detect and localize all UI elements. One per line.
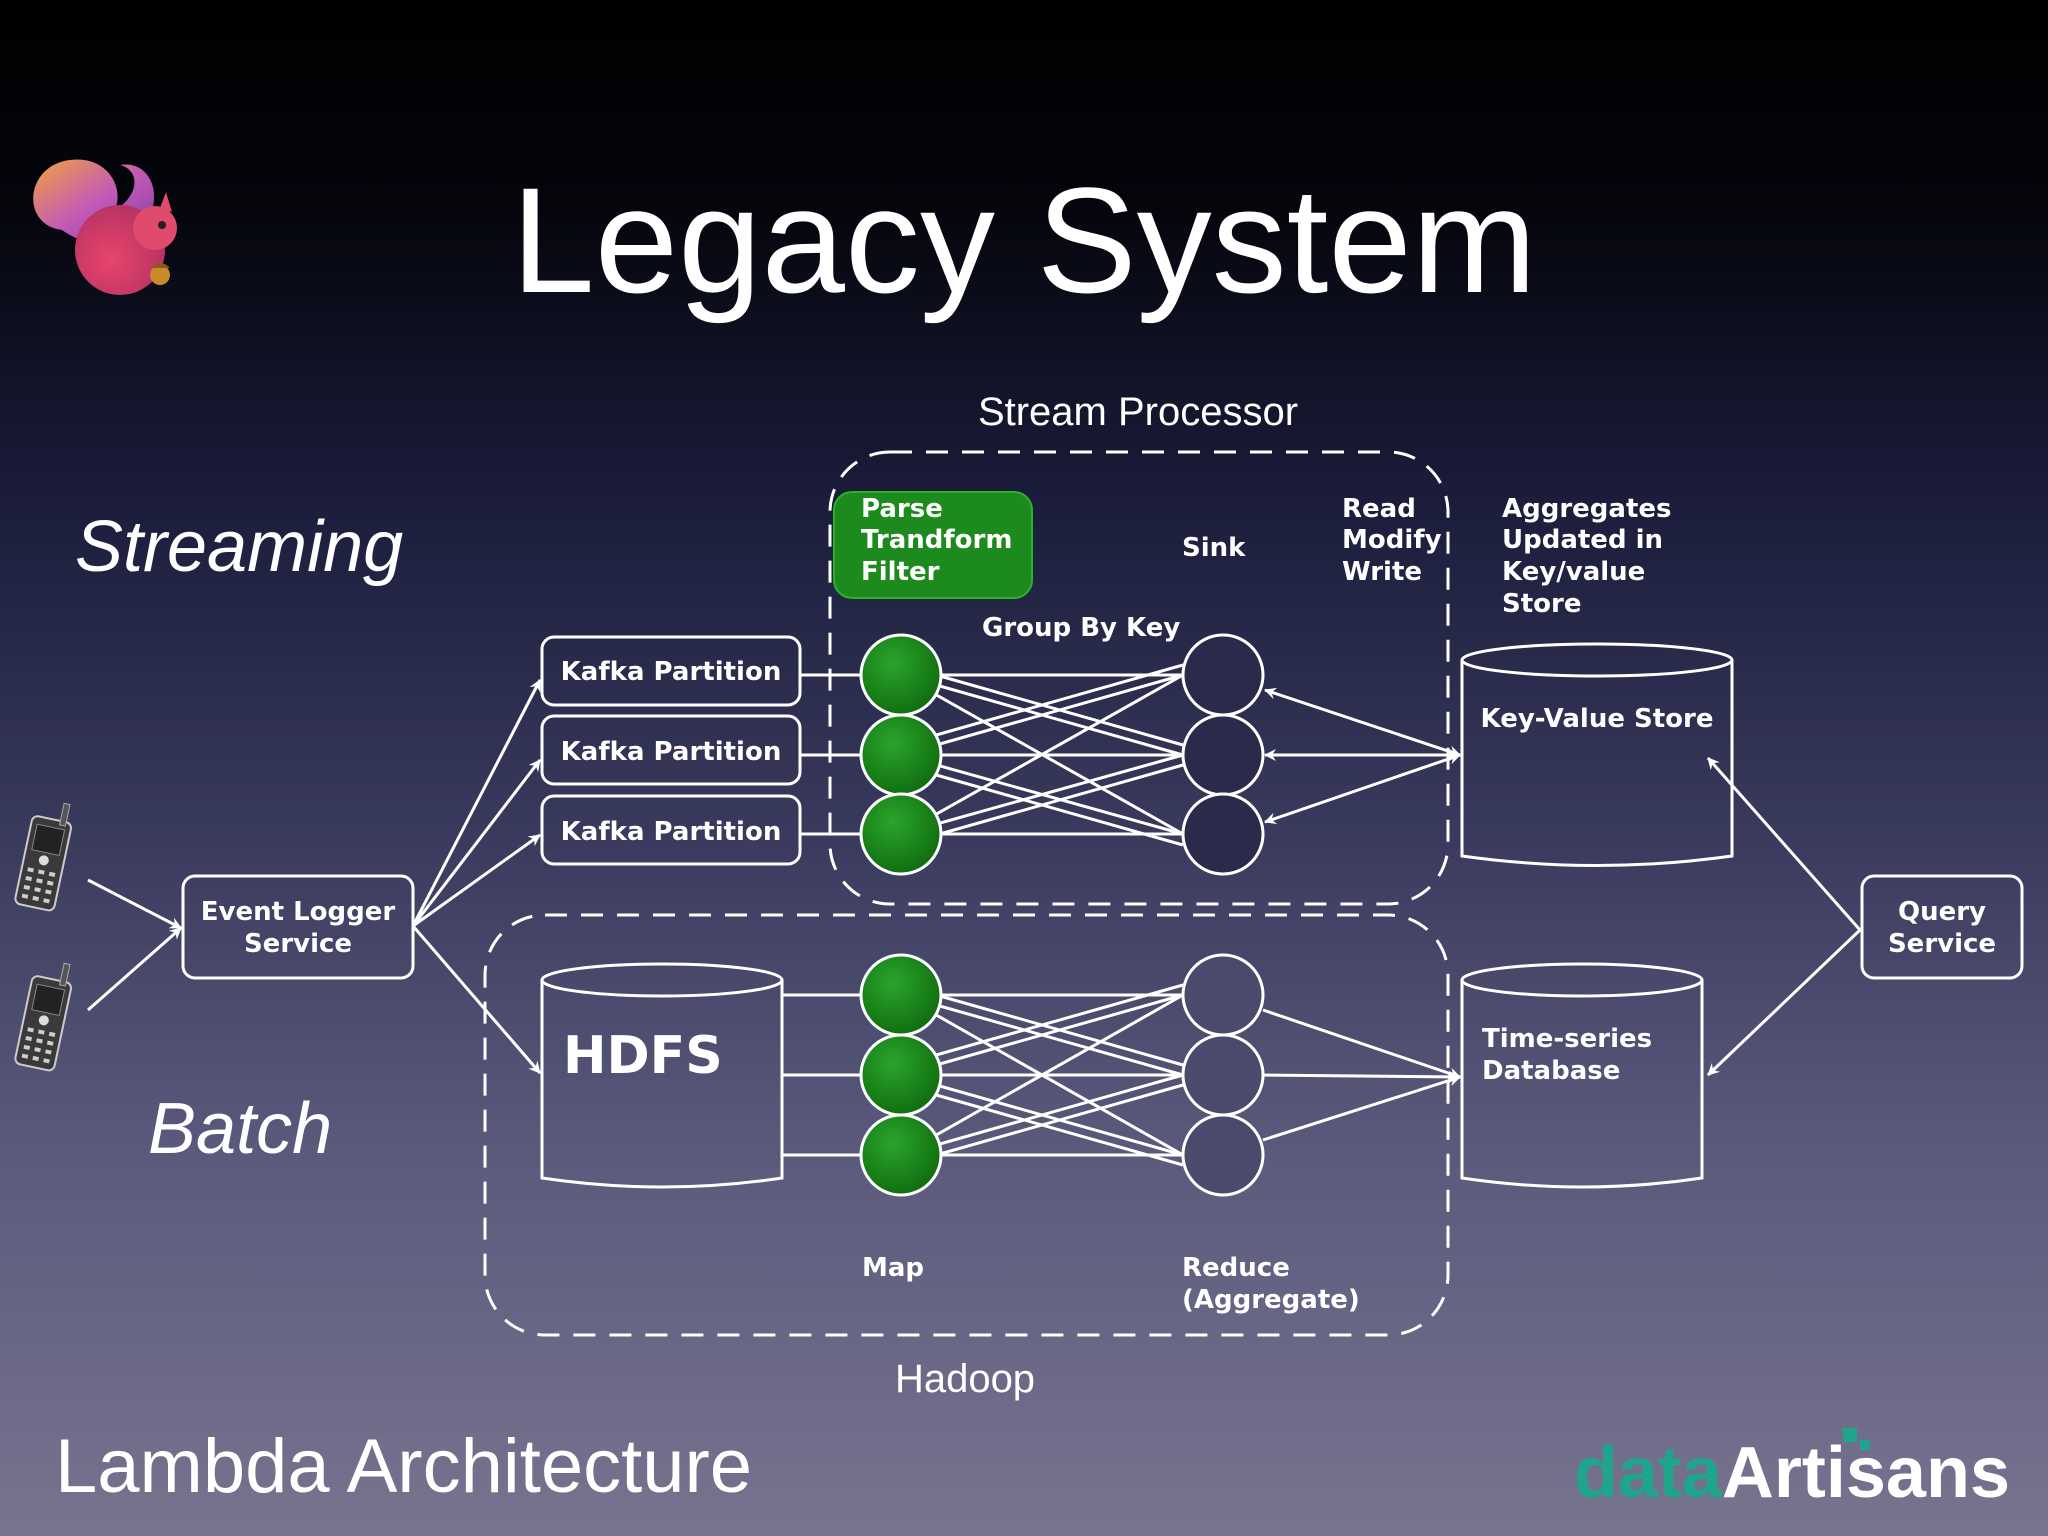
hdfs-cylinder: HDFS [540, 962, 784, 1189]
filter-label: Filter [861, 557, 940, 587]
stream-map-node-2 [859, 713, 943, 797]
kafka-partition-2: Kafka Partition [540, 714, 802, 786]
squirrel-logo-icon [33, 159, 177, 295]
kafka-partition-1: Kafka Partition [540, 635, 802, 707]
sink1-kv-arrow [1264, 687, 1461, 758]
read-text: Read [1342, 494, 1416, 524]
stream-map-nodes [859, 633, 943, 876]
stream-map-node-1 [859, 633, 943, 717]
to-kafka-3-arrow [412, 833, 541, 928]
reduce2-ts-arrow [1262, 1070, 1461, 1083]
stream-processor-boundary [828, 450, 1450, 906]
hadoop-boundary [483, 913, 1450, 1337]
group-by-key-label: Group By Key [982, 613, 1180, 643]
reduce1-ts-arrow [1262, 1008, 1461, 1080]
timeseries-line-1: Time-series [1482, 1024, 1652, 1054]
parse-label: Parse [861, 494, 943, 524]
kafka-partition-3-label: Kafka Partition [561, 817, 782, 847]
event-logger-line-1: Event Logger [201, 897, 396, 927]
to-kafka-1-arrow [411, 679, 542, 927]
data-artisans-logo: dataArtisans [1574, 1428, 2010, 1513]
batch-reduce-node-1 [1181, 953, 1265, 1037]
parse-transform-filter-box: Parse Trandform Filter [833, 491, 1033, 599]
stream-sink-node-3 [1181, 792, 1265, 876]
batch-map-node-1 [859, 953, 943, 1037]
batch-label: Batch [148, 1089, 332, 1169]
sink-label: Sink [1182, 533, 1246, 563]
event-logger-line-2: Service [244, 929, 352, 959]
hadoop-label: Hadoop [895, 1357, 1035, 1401]
modify-text: Modify [1342, 525, 1442, 555]
query-service-line-1: Query [1898, 897, 1986, 927]
write-text: Write [1342, 557, 1422, 587]
stream-sink-nodes [1181, 633, 1265, 876]
key-value-store-label: Key-Value Store [1481, 704, 1714, 734]
query-service-line-2: Service [1888, 929, 1996, 959]
timeseries-database-cylinder: Time-series Database [1460, 962, 1704, 1189]
timeseries-line-2: Database [1482, 1056, 1620, 1086]
batch-reduce-node-2 [1181, 1033, 1265, 1117]
to-kafka-2-arrow [411, 759, 542, 927]
reduce-label-line-1: Reduce [1182, 1253, 1290, 1283]
brand-dot-icon [1860, 1440, 1870, 1450]
aggregates-line-4: Store [1502, 589, 1581, 619]
stream-sink-node-1 [1181, 633, 1265, 717]
kafka-partition-1-label: Kafka Partition [561, 657, 782, 687]
brand-dot-icon [1843, 1428, 1857, 1442]
batch-shuffle-lines [900, 983, 1184, 1167]
kafka-partition-3: Kafka Partition [540, 794, 802, 866]
stream-shuffle-lines [900, 663, 1184, 847]
query-to-ts-arrow [1706, 928, 1862, 1077]
flow-arrows [87, 679, 1862, 1142]
stream-sink-node-2 [1181, 713, 1265, 797]
map-label: Map [862, 1253, 924, 1283]
slide-title: Legacy System [511, 156, 1536, 324]
stream-map-node-3 [859, 792, 943, 876]
key-value-store-cylinder: Key-Value Store [1460, 642, 1734, 867]
mobile-phone-icon [14, 962, 73, 1072]
aggregates-line-2: Updated in [1502, 525, 1663, 555]
phone1-arrow [87, 878, 182, 930]
batch-reduce-node-3 [1181, 1113, 1265, 1197]
read-modify-write-label: Read Modify Write [1342, 494, 1442, 587]
kafka-to-nodes-lines [782, 673, 863, 1157]
batch-map-nodes [859, 953, 943, 1197]
sink3-kv-arrow [1264, 752, 1461, 825]
batch-map-node-3 [859, 1113, 943, 1197]
hdfs-label: HDFS [563, 1026, 723, 1086]
transform-label: Trandform [861, 525, 1012, 555]
brand-text: dataArtisans [1574, 1433, 2010, 1513]
reduce-label-line-2: (Aggregate) [1182, 1285, 1360, 1315]
phone2-arrow [87, 926, 182, 1012]
to-hdfs-arrow [411, 925, 542, 1074]
aggregates-label: Aggregates Updated in Key/value Store [1502, 494, 1672, 619]
stream-processor-label: Stream Processor [978, 390, 1298, 434]
aggregates-line-3: Key/value [1502, 557, 1645, 587]
batch-reduce-nodes [1181, 953, 1265, 1197]
event-logger-service: Event Logger Service [181, 874, 415, 980]
aggregates-line-1: Aggregates [1502, 494, 1672, 524]
mobile-phone-icon [14, 802, 73, 912]
kafka-partition-2-label: Kafka Partition [561, 737, 782, 767]
streaming-label: Streaming [75, 507, 403, 587]
query-service: Query Service [1860, 874, 2024, 980]
reduce3-ts-arrow [1262, 1074, 1461, 1142]
query-to-kv-arrow [1706, 757, 1862, 931]
batch-map-node-2 [859, 1033, 943, 1117]
footer-label: Lambda Architecture [55, 1424, 752, 1509]
brand-part-1: data [1574, 1433, 1723, 1513]
